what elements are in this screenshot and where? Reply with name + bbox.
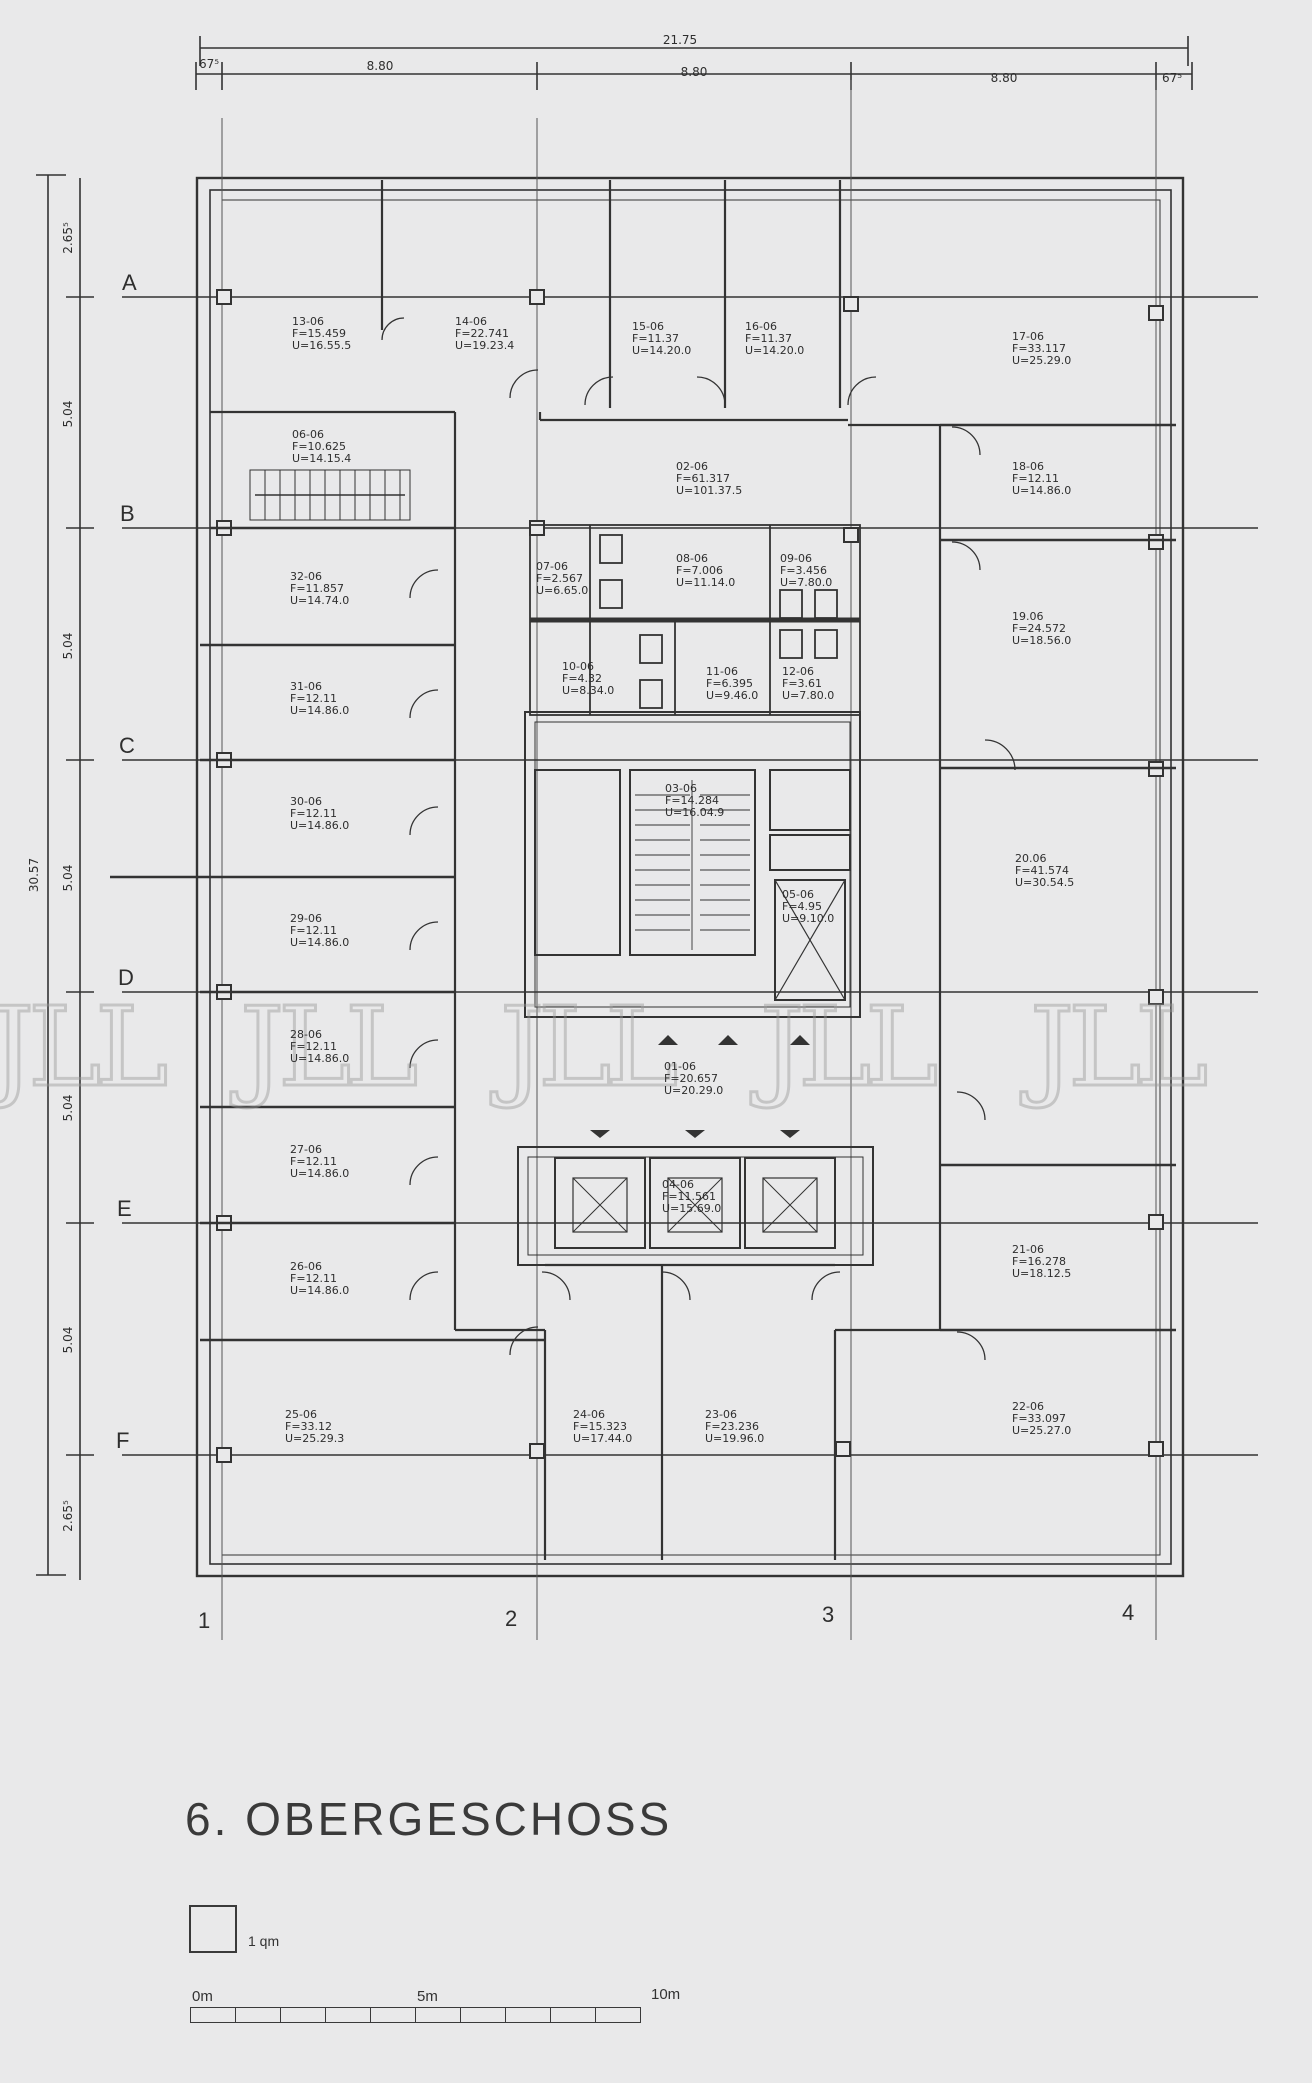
axis-row-b: B xyxy=(120,501,135,526)
dim-left-seg-3: 5.04 xyxy=(61,865,75,892)
legend-label: 1 qm xyxy=(248,1933,280,1949)
dim-top-seg-1: 8.80 xyxy=(367,59,394,73)
svg-text:JLL: JLL xyxy=(490,983,676,1111)
scale-start-label: 0m xyxy=(192,1988,213,2005)
svg-text:JLL: JLL xyxy=(0,983,166,1111)
dim-top-seg-3: 8.80 xyxy=(991,71,1018,85)
axis-row-e: E xyxy=(117,1196,132,1221)
dim-left-seg-5: 5.04 xyxy=(61,1327,75,1354)
axis-col-2: 2 xyxy=(505,1606,517,1631)
axis-row-d: D xyxy=(118,965,134,990)
dim-left-seg-2: 5.04 xyxy=(61,633,75,660)
dim-overall-width: 21.75 xyxy=(663,33,697,47)
svg-text:JLL: JLL xyxy=(230,983,416,1111)
dim-overall-height: 30.57 xyxy=(27,858,41,892)
dim-top-seg-4: 67⁵ xyxy=(1162,71,1182,85)
dim-left-seg-1: 5.04 xyxy=(61,401,75,428)
watermark: JLL JLL JLL JLL JLL xyxy=(0,982,1214,1113)
svg-text:JLL: JLL xyxy=(750,983,936,1111)
axis-col-3: 3 xyxy=(822,1602,834,1627)
svg-text:JLL: JLL xyxy=(1020,983,1206,1111)
scale-mid-label: 5m xyxy=(417,1988,438,2005)
floor-title: 6. OBERGESCHOSS xyxy=(185,1793,673,1845)
dim-top-seg-0: 67⁵ xyxy=(199,57,219,71)
dim-left-seg-0: 2.65⁵ xyxy=(61,222,75,254)
dim-top-seg-2: 8.80 xyxy=(681,65,708,79)
axis-row-f: F xyxy=(116,1428,129,1453)
dim-left-seg-4: 5.04 xyxy=(61,1095,75,1122)
axis-col-1: 1 xyxy=(198,1608,210,1633)
scale-bar xyxy=(190,2007,645,2025)
axis-row-c: C xyxy=(119,733,135,758)
dim-left-seg-6: 2.65⁵ xyxy=(61,1500,75,1532)
axis-col-4: 4 xyxy=(1122,1600,1134,1625)
scale-end-label: 10m xyxy=(651,1986,681,2003)
legend-square-icon xyxy=(189,1905,237,1953)
axis-row-a: A xyxy=(122,270,137,295)
